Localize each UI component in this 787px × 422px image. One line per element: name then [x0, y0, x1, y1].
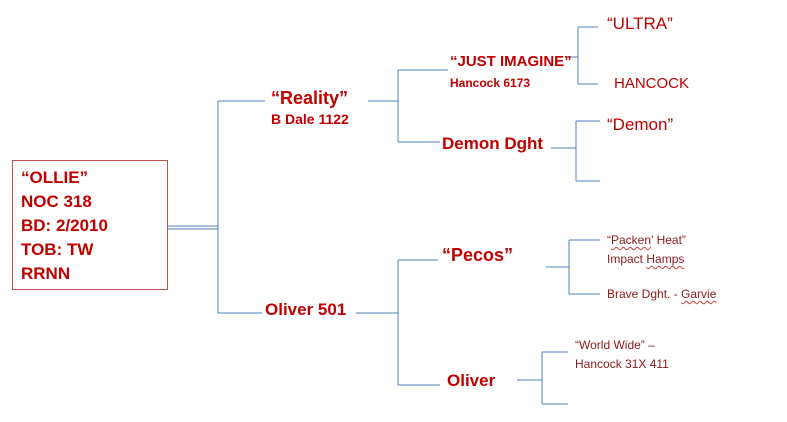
dam-sire-dam-name: Brave Dght. - Garvie [607, 288, 716, 300]
dam-sire-sire-name-suffix: ’ Heat” [651, 233, 686, 247]
dam-sire-name: “Pecos” [442, 245, 514, 265]
sire-sire-name: “JUST IMAGINE” [450, 53, 572, 70]
dam-sire-sire-reg-word: Hamps [646, 252, 685, 266]
dam-sire-sire-registration: Impact Hamps [607, 253, 684, 265]
root-name: “OLLIE” [21, 168, 89, 187]
sire-name: “Reality” [271, 88, 349, 108]
root-animal-box: “OLLIE” NOC 318 BD: 2/2010 TOB: TW RRNN [12, 160, 168, 290]
dam-sire-dam-name-word: Garvie [681, 287, 717, 301]
dam-sire-sire-name-word: Packen [611, 233, 652, 247]
dam-dam-sire-registration: Hancock 31X 411 [575, 357, 669, 371]
sire-sire-dam-name: HANCOCK [614, 75, 690, 92]
dam-sire-sire-name: “Packen’ Heat” [607, 234, 686, 246]
dam-name: Oliver 501 [265, 300, 347, 319]
sire-sire-registration: Hancock 6173 [450, 76, 531, 90]
sire-sire-sire-name: “ULTRA” [607, 14, 673, 33]
root-rrnn: RRNN [21, 264, 71, 283]
sire-dam-sire-name: “Demon” [607, 115, 674, 134]
dam-dam-sire-name: “World Wide” – [575, 338, 655, 352]
sire-dam-name: Demon Dght [442, 134, 544, 153]
root-tob: TOB: TW [21, 240, 94, 259]
root-birth-date: BD: 2/2010 [21, 216, 108, 235]
dam-dam-name: Oliver [447, 371, 496, 390]
dam-sire-sire-name-prefix: “ [607, 233, 611, 247]
root-registration: NOC 318 [21, 192, 92, 211]
dam-sire-dam-name-prefix: Brave Dght. - [607, 287, 682, 301]
dam-sire-sire-reg-prefix: Impact [607, 252, 647, 266]
sire-registration: B Dale 1122 [271, 111, 349, 127]
